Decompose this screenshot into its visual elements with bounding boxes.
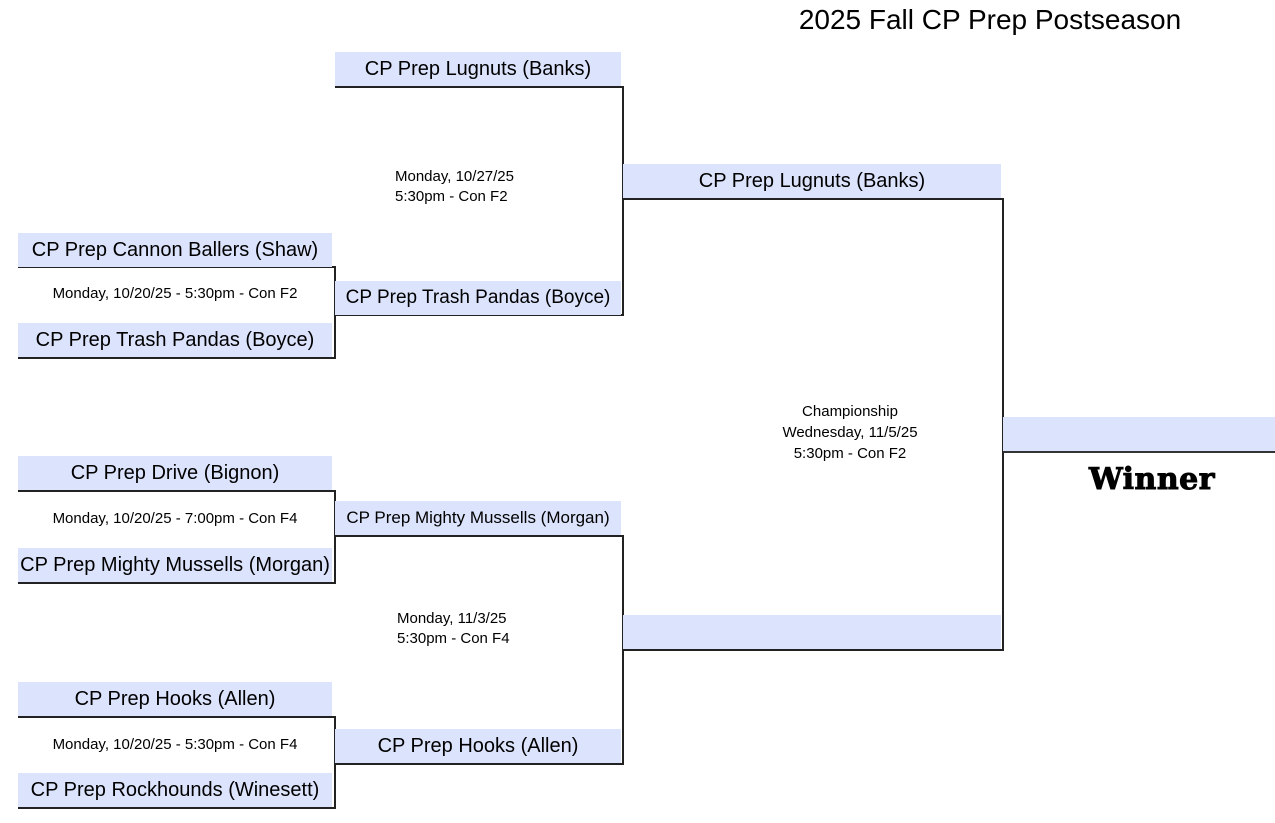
match-date: Monday, 10/20/25 - 5:30pm - Con F2 [52,285,298,302]
team-slot[interactable]: CP Prep Trash Pandas (Boyce) [18,323,332,357]
team-slot[interactable]: CP Prep Mighty Mussells (Morgan) [335,501,621,535]
match-date-line2: 5:30pm - Con F2 [395,188,508,205]
match-date-line2: 5:30pm - Con F2 [793,445,907,462]
team-slot[interactable]: CP Prep Drive (Bignon) [18,456,332,490]
team-slot[interactable]: CP Prep Hooks (Allen) [18,682,332,716]
match-date: Monday, 10/20/25 - 7:00pm - Con F4 [52,510,298,527]
winner-label: Winner [1088,462,1216,498]
match-date-line1: Monday, 10/27/25 [395,168,514,185]
match-date-line1: Monday, 11/3/25 [397,610,507,627]
team-slot[interactable]: CP Prep Trash Pandas (Boyce) [335,281,621,315]
championship-label: Championship [802,403,898,420]
team-slot[interactable]: CP Prep Lugnuts (Banks) [335,52,621,86]
match-date: Monday, 10/20/25 - 5:30pm - Con F4 [52,736,298,753]
round2-match-1 [335,86,624,316]
team-slot[interactable]: CP Prep Mighty Mussells (Morgan) [18,548,332,582]
round1-match-2 [18,490,336,584]
team-slot[interactable]: CP Prep Hooks (Allen) [335,729,621,763]
winner-line [1003,451,1275,453]
winner-slot[interactable] [1003,417,1275,451]
page-title: 2025 Fall CP Prep Postseason [798,4,1182,35]
match-date-line1: Wednesday, 11/5/25 [782,424,918,441]
team-slot[interactable]: CP Prep Cannon Ballers (Shaw) [18,233,332,267]
team-slot[interactable] [623,615,1001,649]
team-slot[interactable]: CP Prep Rockhounds (Winesett) [18,773,332,807]
team-slot[interactable]: CP Prep Lugnuts (Banks) [623,164,1001,198]
match-date-line2: 5:30pm - Con F4 [397,630,510,647]
